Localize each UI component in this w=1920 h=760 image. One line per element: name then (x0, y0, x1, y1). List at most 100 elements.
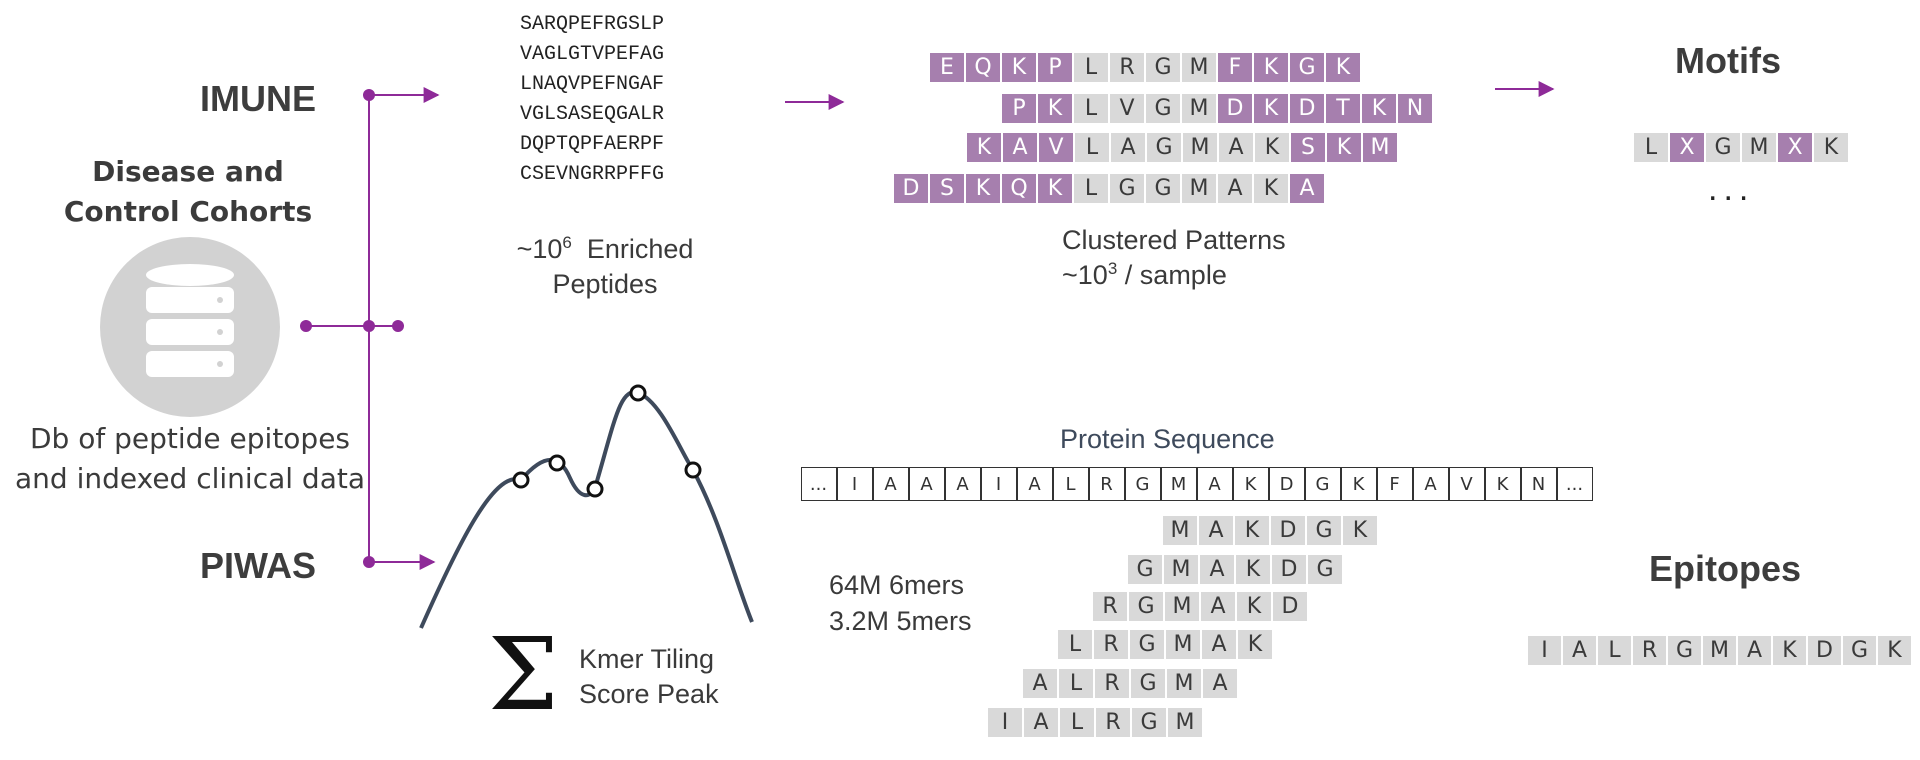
cluster-residue: G (1147, 133, 1181, 162)
cluster-residue: L (1075, 133, 1109, 162)
cluster-residue: A (1111, 133, 1145, 162)
kmer-residue: G (1130, 630, 1164, 659)
kmer-residue: G (1128, 555, 1162, 584)
peptide-sequence: LNAQVPEFNGAF (520, 73, 665, 96)
cluster-residue: M (1182, 94, 1216, 123)
peptide-sequence: CSEVNGRRPFFG (520, 163, 665, 186)
epitope-residue: K (1878, 636, 1911, 665)
kmer-residue: L (1058, 630, 1092, 659)
cluster-residue: M (1182, 174, 1216, 203)
cluster-residue: L (1074, 53, 1108, 82)
kmer-residue: G (1129, 592, 1163, 621)
cluster-residue: G (1146, 94, 1180, 123)
tiling-caption: Kmer Tiling Score Peak (579, 644, 719, 709)
kmer-residue: M (1166, 630, 1200, 659)
kmer-residue: K (1238, 630, 1272, 659)
kmer-residue: A (1201, 592, 1235, 621)
protein-residue: G (1304, 467, 1341, 501)
protein-residue: A (1196, 467, 1233, 501)
cluster-residue: S (1291, 133, 1325, 162)
kmer-residue: D (1273, 592, 1307, 621)
kmer-residue: G (1307, 516, 1341, 545)
kmer-residue: R (1095, 669, 1129, 698)
protein-residue: A (908, 467, 945, 501)
database-icon (100, 237, 280, 417)
cluster-residue: K (1002, 53, 1036, 82)
kmer-residue: A (1199, 516, 1233, 545)
peptide-sequence: VGLSASEQGALR (520, 103, 665, 126)
kmer-residue: A (1203, 669, 1237, 698)
cluster-residue: K (1038, 94, 1072, 123)
protein-residue: K (1340, 467, 1377, 501)
kmer-residue: K (1236, 555, 1270, 584)
protein-residue: G (1124, 467, 1161, 501)
cluster-residue: K (1254, 94, 1288, 123)
kmer-residue: K (1237, 592, 1271, 621)
peptide-sequence: VAGLGTVPEFAG (520, 43, 665, 66)
tree-nodes (300, 89, 404, 568)
cluster-residue: E (930, 53, 964, 82)
kmer-residue: K (1235, 516, 1269, 545)
kmer-counts: 64M 6mers 3.2M 5mers (829, 570, 972, 636)
protein-residue: I (980, 467, 1017, 501)
score-point (548, 454, 566, 472)
cluster-residue: V (1110, 94, 1144, 123)
cluster-residue: K (1326, 53, 1360, 82)
cluster-residue: K (1255, 133, 1289, 162)
kmer-residue: A (1023, 669, 1057, 698)
db-left-node (300, 320, 312, 332)
cluster-residue: A (1290, 174, 1324, 203)
kmer-residue: M (1163, 516, 1197, 545)
cluster-residue: S (930, 174, 964, 203)
motif-residue: M (1742, 133, 1776, 162)
epitopes-title: Epitopes (1649, 548, 1802, 589)
cluster-residue: K (1254, 53, 1288, 82)
kmer-residue: D (1271, 516, 1305, 545)
motif-residue: L (1634, 133, 1668, 162)
cluster-residue: G (1146, 53, 1180, 82)
kmer-residue: R (1096, 708, 1130, 737)
epitope-residue: G (1668, 636, 1701, 665)
kmer-residue: G (1131, 669, 1165, 698)
cluster-residue: T (1326, 94, 1360, 123)
protein-residue: R (1088, 467, 1125, 501)
cluster-residue: P (1002, 94, 1036, 123)
cluster-residue: D (894, 174, 928, 203)
cluster-residue: K (1362, 94, 1396, 123)
protein-residue: I (836, 467, 873, 501)
cluster-residue: G (1146, 174, 1180, 203)
epitope-residue: K (1773, 636, 1806, 665)
sigma-icon: Σ (488, 616, 559, 733)
kmer-residue: D (1272, 555, 1306, 584)
epitope-residue: I (1528, 636, 1561, 665)
kmer-residue: M (1168, 708, 1202, 737)
epitope-residue: G (1843, 636, 1876, 665)
cluster-residue: K (1038, 174, 1072, 203)
cluster-residue: F (1218, 53, 1252, 82)
cluster-residue: M (1182, 53, 1216, 82)
cluster-residue: L (1074, 94, 1108, 123)
protein-residue: K (1484, 467, 1521, 501)
cluster-residue: M (1183, 133, 1217, 162)
cluster-residue: D (1218, 94, 1252, 123)
cluster-residue: N (1398, 94, 1432, 123)
kmer-residue: L (1059, 669, 1093, 698)
db-description: Db of peptide epitopes and indexed clini… (15, 422, 365, 495)
epitope-residue: D (1808, 636, 1841, 665)
kmer-residue: M (1167, 669, 1201, 698)
score-point (586, 480, 604, 498)
peptide-sequence: SARQPEFRGSLP (520, 13, 665, 36)
kmer-residue: I (988, 708, 1022, 737)
cluster-residue: K (1327, 133, 1361, 162)
cluster-residue: A (1003, 133, 1037, 162)
motif-residue: G (1706, 133, 1740, 162)
cluster-residue: M (1363, 133, 1397, 162)
kmer-residue: K (1343, 516, 1377, 545)
cluster-residue: Q (1002, 174, 1036, 203)
cluster-residue: V (1039, 133, 1073, 162)
kmer-residue: M (1164, 555, 1198, 584)
cluster-residue: A (1219, 133, 1253, 162)
cluster-residue: D (1290, 94, 1324, 123)
